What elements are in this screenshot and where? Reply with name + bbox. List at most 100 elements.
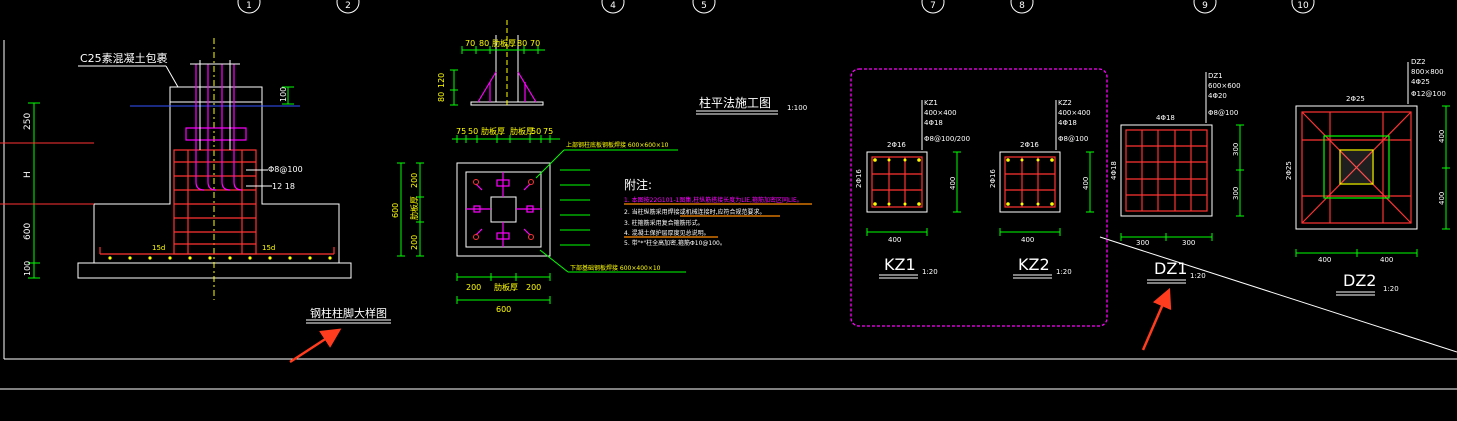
plan-dim-200-bottom-a: 200 — [466, 283, 481, 292]
base-plate-stiffeners — [477, 71, 537, 103]
base-plate-plan[interactable]: 75 50 肋板厚 肋板厚 50 75 600 200 肋板厚 200 200 … — [391, 126, 686, 314]
base-plate-elevation[interactable]: 70 80 肋板厚 80 70 80 120 — [437, 20, 545, 108]
kz1-height-dim: 400 — [949, 177, 957, 190]
dz2-dims — [1295, 105, 1450, 257]
drawing-frame — [0, 40, 1457, 390]
bolt-projection-dim — [282, 86, 294, 105]
drawing-notes[interactable]: 附注: 1. 本图按22G101-1图集,柱纵筋搭接长度为LlE,箍筋加密区同L… — [624, 177, 812, 247]
column-section-dz2[interactable]: DZ2 800×800 4Φ25 Φ12@100 2Φ25 2Φ25 400 4… — [1285, 58, 1450, 296]
footing-bar-dots — [108, 256, 332, 260]
annotation-arrow-dz1 — [1141, 287, 1172, 351]
grid-label-8: 8 — [1019, 1, 1025, 11]
grid-label-5: 5 — [701, 1, 707, 11]
base-plate-plan-ribs — [466, 172, 541, 247]
grid-bubble-9 — [1193, 0, 1217, 14]
dz1-top-bar: 4Φ18 — [1156, 114, 1175, 122]
footing-rebar — [99, 149, 335, 255]
notes-line-5: 5. 带"*"柱全高加密,箍筋Φ10@100。 — [624, 239, 726, 247]
column-section-dz1[interactable]: DZ1 600×600 4Φ20 Φ8@100 4Φ18 4Φ18 300 30… — [1110, 72, 1244, 284]
footing-callout-text: C25素混凝土包裹 — [80, 51, 168, 65]
kz2-scale: 1:20 — [1056, 268, 1072, 276]
dz2-side-bar: 2Φ25 — [1285, 161, 1293, 180]
grid-label-7: 7 — [930, 1, 936, 11]
plan-title-scale: 1:100 — [787, 104, 807, 112]
plan-dim-rib-bottom: 肋板厚 — [494, 282, 518, 292]
dz2-core-steel — [1323, 135, 1390, 199]
kz1-label: KZ1 — [884, 255, 916, 274]
footing-dim-chain — [0, 102, 94, 279]
footing-bar-leaders — [246, 169, 272, 187]
notes-line-2: 2. 当柱纵筋采用焊接或机械连接时,应符合规范要求。 — [624, 208, 766, 216]
dz1-scale: 1:20 — [1190, 272, 1206, 280]
grid-bubble-5 — [692, 0, 716, 14]
kz1-tag-stirrup: Φ8@100/200 — [924, 135, 970, 143]
grid-bubble-4 — [601, 0, 625, 14]
dz2-dim-400-c: 400 — [1318, 256, 1331, 264]
dz2-top-bar: 2Φ25 — [1346, 95, 1365, 103]
footing-bar-note: 12 18 — [272, 182, 295, 191]
footing-stirrup-note: Φ8@100 — [268, 165, 303, 174]
plan-dim-rib-a: 肋板厚 — [481, 126, 505, 136]
kz2-label: KZ2 — [1018, 255, 1050, 274]
plan-dim-50-a: 50 — [468, 127, 478, 136]
kz1-top-bar: 2Φ16 — [887, 141, 906, 149]
dz2-dim-400-b: 400 — [1438, 192, 1446, 205]
elev-dim-70-a: 70 — [465, 39, 475, 48]
notes-line-3: 3. 柱箍筋采用复合箍筋形式。 — [624, 219, 704, 227]
kz1-labels: KZ1 400×400 4Φ18 Φ8@100/200 2Φ16 2Φ16 40… — [855, 99, 970, 244]
base-plate-plan-holes — [473, 179, 534, 240]
plan-dim-200-side-b: 200 — [410, 235, 419, 250]
plan-dim-200-side-a: 200 — [410, 173, 419, 188]
elev-dim-80-a: 80 — [479, 39, 489, 48]
bolt-projection-dim-text: 100 — [279, 87, 288, 102]
dz1-side-bar: 4Φ18 — [1110, 161, 1118, 180]
kz1-outline — [866, 100, 928, 213]
dz2-scale: 1:20 — [1383, 285, 1399, 293]
grid-bubble-labels: 1 2 4 5 7 8 9 10 — [246, 1, 1309, 11]
footing-anchor-right: 15d — [262, 244, 275, 252]
kz2-tag-stirrup: Φ8@100 — [1058, 135, 1088, 143]
grid-bubble-2 — [336, 0, 360, 14]
dz2-dim-400-d: 400 — [1380, 256, 1393, 264]
dz2-core-fill — [1341, 151, 1372, 183]
dz2-tag-stirrup: Φ12@100 — [1411, 90, 1446, 98]
dz2-dim-400-a: 400 — [1438, 130, 1446, 143]
base-plate-elev-dims — [450, 20, 545, 108]
base-plate-note-top: 上部钢柱底板钢板焊接 600×600×10 — [566, 141, 669, 149]
dz2-tag-name: DZ2 — [1411, 58, 1426, 66]
dz2-rebar — [1301, 111, 1412, 224]
footing-detail[interactable]: C25素混凝土包裹 250 H 600 100 100 Φ8@100 12 18 — [0, 38, 391, 324]
kz1-dims — [866, 151, 961, 236]
plan-title-block[interactable]: 柱平法施工图 1:100 — [696, 95, 807, 115]
column-section-kz1[interactable]: KZ1 400×400 4Φ18 Φ8@100/200 2Φ16 2Φ16 40… — [855, 99, 970, 279]
kz1-tag-bars: 4Φ18 — [924, 119, 943, 127]
annotation-arrow-footing — [289, 328, 342, 364]
plan-dim-rib-b: 肋板厚 — [510, 126, 534, 136]
footing-detail-title: 钢柱柱脚大样图 — [310, 306, 387, 320]
plan-dim-50-b: 50 — [531, 127, 541, 136]
kz2-rebar — [1004, 156, 1056, 208]
dz2-tag-bars: 4Φ25 — [1411, 78, 1430, 86]
plan-dim-600-side: 600 — [391, 203, 400, 218]
dz1-label: DZ1 — [1154, 259, 1187, 278]
dz1-rebar — [1125, 129, 1208, 212]
dz1-dim-300-c: 300 — [1136, 239, 1149, 247]
kz1-rebar — [871, 156, 923, 208]
grid-label-9: 9 — [1202, 1, 1208, 11]
dz1-tag-stirrup: Φ8@100 — [1208, 109, 1238, 117]
plan-dim-rib-side: 肋板厚 — [409, 196, 419, 220]
kz2-dims — [999, 151, 1094, 236]
kz2-tag-bars: 4Φ18 — [1058, 119, 1077, 127]
plan-dim-75-a: 75 — [456, 127, 466, 136]
footing-callout — [78, 65, 179, 88]
notes-line-1: 1. 本图按22G101-1图集,柱纵筋搭接长度为LlE,箍筋加密区同LlE。 — [624, 196, 803, 204]
grid-bubble-7 — [921, 0, 945, 14]
kz1-tag-name: KZ1 — [924, 99, 938, 107]
elev-dim-70-b: 70 — [530, 39, 540, 48]
base-plate-elev-dim-labels: 70 80 肋板厚 80 70 80 120 — [437, 38, 540, 102]
column-section-kz2[interactable]: KZ2 400×400 4Φ18 Φ8@100 2Φ16 2Φ16 400 40… — [989, 99, 1094, 279]
anchor-bolts — [185, 64, 247, 191]
footing-dim-h: H — [23, 171, 33, 178]
kz2-side-bar: 2Φ16 — [989, 169, 997, 188]
